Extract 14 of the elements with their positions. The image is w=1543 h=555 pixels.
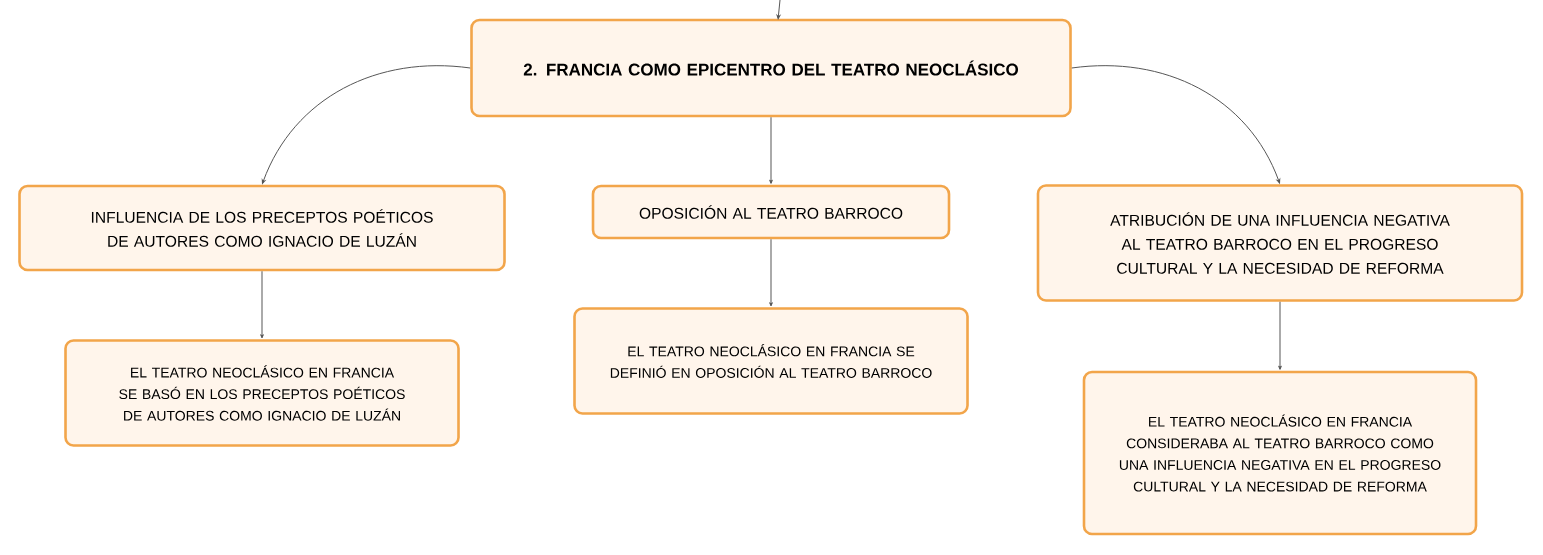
arrow <box>769 116 773 184</box>
arrow <box>260 270 264 339</box>
concept-box: EL TEATRO NEOCLÁSICO EN FRANCIA CONSIDERABA AL TEATRO BARROCO COMO UNA INFLUENCIA NEGATIVA EN EL PROGRESO CULTURAL Y LA NECESIDAD DE REFORMA <box>1082 370 1478 536</box>
concept-box: EL TEATRO NEOCLÁSICO EN FRANCIA SE DEFINIÓ EN OPOSICIÓN AL TEATRO BARROCO <box>573 307 969 415</box>
arrow <box>776 0 781 20</box>
concept-box: EL TEATRO NEOCLÁSICO EN FRANCIA SE BASÓ EN LOS PRECEPTOS POÉTICOS DE AUTORES COMO IGNACIO DE LUZÁN <box>64 339 460 447</box>
title-box: 2. FRANCIA COMO EPICENTRO DEL TEATRO NEOCLÁSICO <box>470 18 1072 118</box>
arrow <box>261 65 471 184</box>
arrow <box>769 238 773 307</box>
arrow <box>1278 301 1282 370</box>
concept-box: OPOSICIÓN AL TEATRO BARROCO <box>591 184 951 240</box>
concept-box: INFLUENCIA DE LOS PRECEPTOS POÉTICOS DE AUTORES COMO IGNACIO DE LUZÁN <box>18 184 506 272</box>
arrow <box>1071 65 1281 184</box>
concept-box: ATRIBUCIÓN DE UNA INFLUENCIA NEGATIVA AL TEATRO BARROCO EN EL PROGRESO CULTURAL Y LA NECESIDAD DE REFORMA <box>1036 184 1524 302</box>
